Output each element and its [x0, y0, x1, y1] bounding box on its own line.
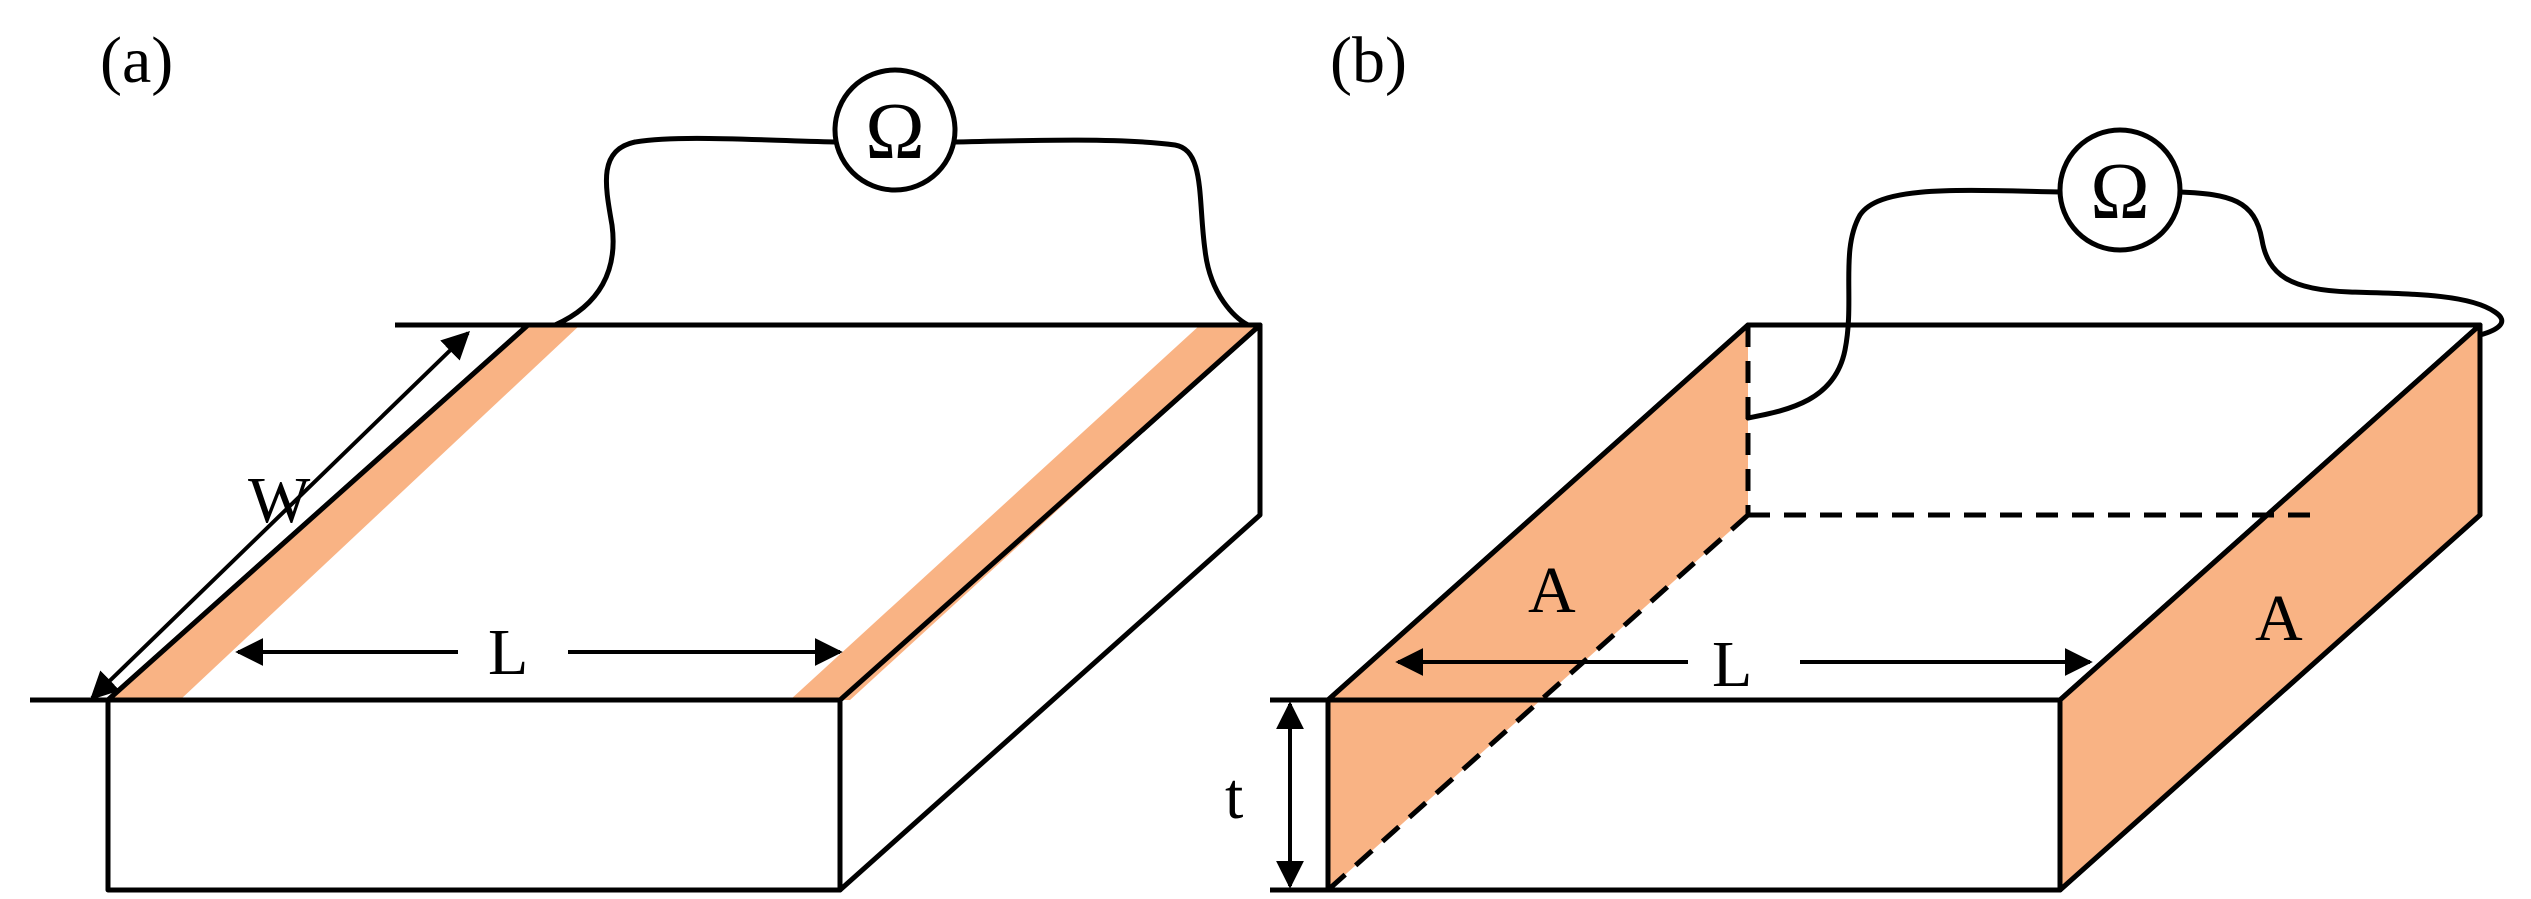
panel-b-thickness-label: t: [1225, 760, 1243, 833]
panel-a-label: (a): [100, 24, 173, 97]
panel-b-ohm-symbol: Ω: [2090, 148, 2149, 236]
panel-a-width-arrow: [89, 331, 471, 700]
panel-a-front-face: [105, 697, 843, 893]
panel-a-ohmmeter-icon: [832, 67, 958, 193]
panel-a-ohm-symbol: Ω: [865, 88, 924, 176]
panel-b-length-label: L: [1712, 628, 1752, 701]
panel-b-label: (b): [1330, 24, 1407, 97]
panel-a-right-contact-strip: [790, 325, 1260, 700]
panel-b-hidden-edge-diagonal: [1326, 513, 1750, 892]
panel-a: (a) W L Ω: [30, 24, 1263, 893]
panel-b-side-outline: [2058, 325, 2483, 892]
panel-a-length-label: L: [488, 616, 528, 689]
panel-b-right-end-face: [2060, 325, 2480, 890]
panel-a-meter-wire: [552, 135, 1251, 328]
panel-b-front-outline: [1325, 700, 2063, 893]
panel-b-area-label-right: A: [2255, 582, 2303, 655]
panel-b-ohmmeter-icon: [2057, 127, 2183, 253]
panel-b-meter-wire: [1745, 187, 2505, 421]
panel-a-width-label: W: [248, 464, 311, 537]
panel-b-area-label-left: A: [1528, 554, 1576, 627]
panel-b: (b) A A L t Ω: [1225, 24, 2505, 893]
panel-b-left-end-face: [1328, 325, 1748, 890]
